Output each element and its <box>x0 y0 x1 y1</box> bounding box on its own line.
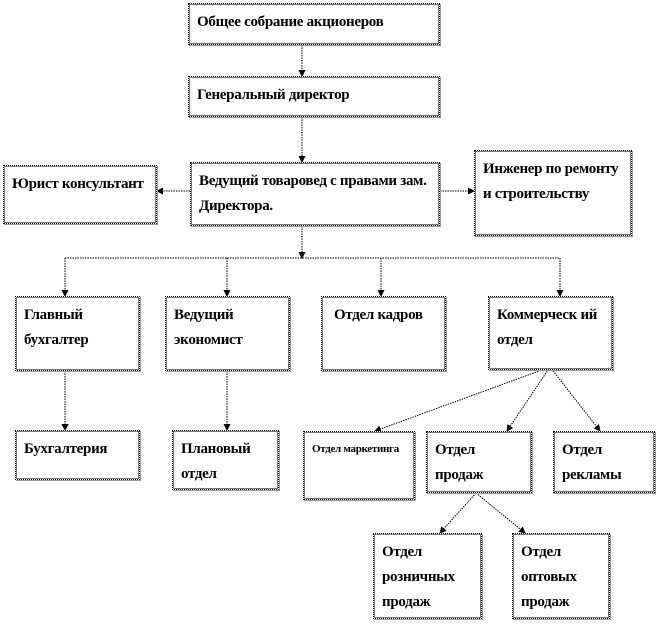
node-retail-sales: Отдел розничных продаж <box>373 533 482 619</box>
node-advertising-department: Отдел рекламы <box>553 431 655 493</box>
arrow-commercial-advertising <box>549 366 601 432</box>
node-wholesale-sales: Отдел оптовых продаж <box>512 533 610 619</box>
node-accounting: Бухгалтерия <box>15 430 140 480</box>
node-shareholders: Общее собрание акционеров <box>188 3 440 45</box>
arrow-commercial-marketing <box>374 366 551 433</box>
node-lead-economist: Ведущий экономист <box>165 296 290 371</box>
arrow-sales-retail <box>439 492 477 534</box>
node-commercial-department: Коммерческ ий отдел <box>488 296 613 370</box>
node-planning-department: Плановый отдел <box>172 430 279 490</box>
arrow-commercial-sales <box>506 366 551 432</box>
node-sales-department: Отдел продаж <box>426 431 532 493</box>
node-chief-accountant: Главный бухгалтер <box>15 296 140 371</box>
node-hr-department: Отдел кадров <box>321 296 446 371</box>
node-lead-merchandiser: Ведущий товаровед с правами зам. Директо… <box>190 162 440 226</box>
node-engineer: Инженер по ремонту и строительству <box>474 150 632 236</box>
arrow-sales-wholesale <box>475 492 526 534</box>
node-general-director: Генеральный директор <box>188 76 440 117</box>
node-marketing-department: Отдел маркетинга <box>303 431 415 500</box>
node-lawyer: Юрист консультант <box>3 165 157 224</box>
